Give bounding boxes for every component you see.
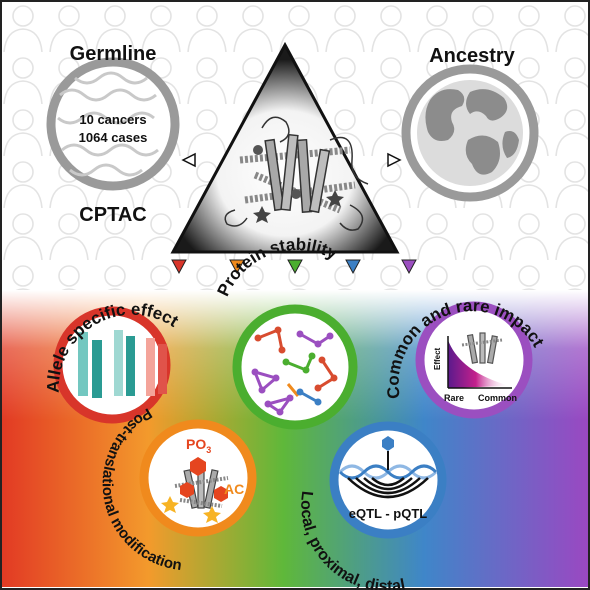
- ancestry-panel: Ancestry: [387, 45, 539, 202]
- germline-panel: Germline 10 cancers 1064 cases CPTAC: [46, 43, 196, 226]
- common-label: Common: [478, 393, 517, 403]
- po3-label: PO3: [186, 436, 211, 455]
- star-site-icon: [326, 190, 344, 207]
- pointer-green-icon: [287, 259, 303, 275]
- effect-curve-icon: [448, 340, 510, 388]
- qtl-inset-label: eQTL - pQTL: [349, 506, 428, 521]
- po3-subscript: 3: [206, 445, 211, 455]
- acetyl-star-icon: [161, 496, 179, 513]
- continents-icon: [425, 89, 519, 175]
- dna-helix-icon: [338, 464, 438, 480]
- phosphate-icon: [190, 457, 206, 476]
- pointer-orange-icon: [229, 259, 245, 275]
- molecule-nodes-icon: [251, 326, 338, 416]
- cohort-cancers: 10 cancers: [79, 112, 146, 127]
- germline-pointer-icon: [181, 152, 196, 168]
- ptm-site-icon: [253, 145, 263, 155]
- phosphate-icon-3: [214, 486, 228, 502]
- allele-specific-module: Allele specific effect: [44, 300, 182, 424]
- effect-label: Effect: [433, 347, 442, 370]
- qtl-module: eQTL - pQTL Local, proximal, distal: [297, 421, 447, 590]
- allele-bars-icon: [78, 330, 167, 398]
- rare-label: Rare: [444, 393, 464, 403]
- germline-title: Germline: [70, 43, 157, 65]
- pointer-purple-icon: [401, 259, 417, 275]
- dna-strands-icon: [57, 71, 159, 177]
- ancestry-pointer-icon: [387, 152, 402, 168]
- pointer-blue-icon: [345, 259, 361, 275]
- signal-arcs-icon: [347, 477, 429, 499]
- cptac-label: CPTAC: [79, 204, 146, 226]
- qtl-ring: [329, 421, 447, 539]
- ptm-site-icon-2: [291, 189, 301, 199]
- protein-stability-module: Protein stability: [214, 235, 358, 430]
- regulator-hexagon-icon: [382, 436, 394, 451]
- pointer-red-icon: [171, 259, 187, 275]
- protein-triangle: [170, 41, 400, 254]
- cohort-cases: 1064 cases: [79, 130, 148, 145]
- phosphate-icon-2: [180, 482, 194, 498]
- star-site-icon-2: [253, 206, 271, 223]
- ancestry-title: Ancestry: [429, 45, 515, 67]
- ac-label: AC: [224, 481, 244, 497]
- acetyl-star-icon-2: [203, 506, 221, 523]
- mini-protein-icon: [461, 332, 503, 365]
